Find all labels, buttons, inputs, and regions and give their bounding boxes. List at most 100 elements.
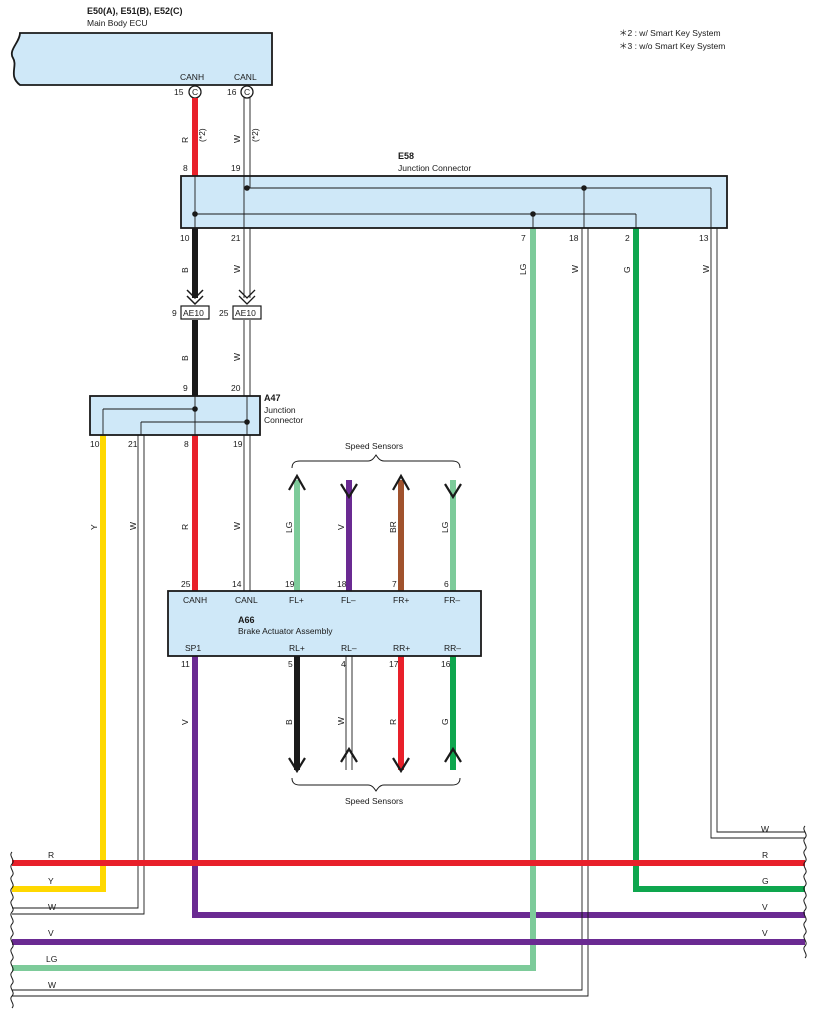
ecu-box xyxy=(10,32,273,86)
label-lg7: LG xyxy=(518,264,528,275)
bus-labels: R Y W V LG W W R G V V xyxy=(46,824,769,990)
fr-plus-arrow-icon xyxy=(392,473,410,491)
label-rr-minus: G xyxy=(440,718,450,725)
e58-pin-2: 2 xyxy=(625,233,630,243)
a66-label-rr-minus: RR– xyxy=(444,643,461,653)
bus-left-label-lg: LG xyxy=(46,954,57,964)
wire-lg-7 xyxy=(12,228,536,971)
label-ae10-canh: B xyxy=(180,355,190,361)
a47-pin-21: 21 xyxy=(128,439,138,449)
wire-w-18b xyxy=(12,228,589,997)
label-ecu-canl-note: (*2) xyxy=(250,128,260,142)
ecu-pin-15: 15 xyxy=(174,87,184,97)
a66-label-canl: CANL xyxy=(235,595,258,605)
rl-plus-arrow-icon xyxy=(288,757,306,774)
a66-box xyxy=(167,590,482,657)
label-rl-plus: B xyxy=(284,719,294,725)
label-fl-minus: V xyxy=(336,524,346,530)
fl-minus-arrow-icon xyxy=(340,483,358,500)
bus-left-label-w2: W xyxy=(48,980,56,990)
speed-sensors-bottom-bracket xyxy=(291,777,461,792)
bus-left-label-y: Y xyxy=(48,876,54,886)
ecu-code: E50(A), E51(B), E52(C) xyxy=(87,6,183,16)
label-ae10-canl: W xyxy=(232,353,242,361)
fl-plus-arrow-icon xyxy=(288,473,306,491)
speed-sensors-bottom-label: Speed Sensors xyxy=(345,796,403,806)
a47-box xyxy=(89,395,261,436)
label-e58-canh: B xyxy=(180,267,190,273)
bus-right-label-v: V xyxy=(762,902,768,912)
note-no-smart-key: ＊3 : w/o Smart Key System xyxy=(619,41,725,51)
wire-yellow-y xyxy=(12,435,106,892)
bus-left-label-w: W xyxy=(48,902,56,912)
label-fl-plus: LG xyxy=(284,522,294,533)
e58-pin-19: 19 xyxy=(231,163,241,173)
ecu-pin-16: 16 xyxy=(227,87,237,97)
ae10-pin-25: 25 xyxy=(219,308,229,318)
ae10-connector-icon xyxy=(180,289,262,320)
bus-right-label-g: G xyxy=(762,876,769,886)
e58-pin-21: 21 xyxy=(231,233,241,243)
rl-minus-arrow-icon xyxy=(340,746,358,763)
e58-pin-13: 13 xyxy=(699,233,709,243)
a47-pin-10: 10 xyxy=(90,439,100,449)
e58-internal-wiring xyxy=(192,176,712,228)
ae10-pin-9: 9 xyxy=(172,308,177,318)
ecu-connector-c1: C xyxy=(192,87,198,97)
label-fr-plus: BR xyxy=(388,521,398,533)
e58-pin-7: 7 xyxy=(521,233,526,243)
label-a66-canl: W xyxy=(232,522,242,530)
a47-pin-20: 20 xyxy=(231,383,241,393)
a66-pin-25: 25 xyxy=(181,579,191,589)
wire-white-a47-a xyxy=(12,435,139,909)
a66-pin-6: 6 xyxy=(444,579,449,589)
ae10-label-1: AE10 xyxy=(183,308,204,318)
a66-pin-16: 16 xyxy=(441,659,451,669)
a66-label-fl-plus: FL+ xyxy=(289,595,304,605)
wire-w-13b xyxy=(716,228,805,833)
a47-name-line1: Junction xyxy=(264,405,296,415)
ae10-label-2: AE10 xyxy=(235,308,256,318)
ecu-connector-c2: C xyxy=(244,87,250,97)
bus-left-label-v: V xyxy=(48,928,54,938)
label-w13: W xyxy=(701,265,711,273)
a47-pin-8: 8 xyxy=(184,439,189,449)
e58-pin-18: 18 xyxy=(569,233,579,243)
a66-label-sp1: SP1 xyxy=(185,643,201,653)
a66-label-rl-plus: RL+ xyxy=(289,643,305,653)
wire-labels: R (*2) W (*2) B W LG W G W B W Y W R W L… xyxy=(89,128,711,725)
wire-layer xyxy=(12,98,805,997)
wire-g-2 xyxy=(633,228,805,892)
e58-name: Junction Connector xyxy=(398,163,471,173)
rr-plus-arrow-icon xyxy=(392,757,410,774)
label-ecu-canh: R xyxy=(180,137,190,143)
a66-pin-17: 17 xyxy=(389,659,399,669)
bus-right-label-w: W xyxy=(761,824,769,834)
label-a47-y: Y xyxy=(89,524,99,530)
fr-minus-arrow-icon xyxy=(444,483,462,500)
speed-sensor-arrows-bottom xyxy=(288,746,462,774)
e58-pin-8: 8 xyxy=(183,163,188,173)
a66-pin-7: 7 xyxy=(392,579,397,589)
a47-name-line2: Connector xyxy=(264,415,303,425)
a66-label-canh: CANH xyxy=(183,595,207,605)
speed-sensor-arrows-top xyxy=(288,473,462,500)
a47-pin-19: 19 xyxy=(233,439,243,449)
a66-name: Brake Actuator Assembly xyxy=(238,626,333,636)
a47-pin-9: 9 xyxy=(183,383,188,393)
label-fr-minus: LG xyxy=(440,522,450,533)
e58-box xyxy=(180,175,728,229)
ecu-name: Main Body ECU xyxy=(87,18,147,28)
bus-left-label-r: R xyxy=(48,850,54,860)
a66-pin-11: 11 xyxy=(181,659,190,669)
wire-sp1-violet xyxy=(192,656,805,918)
bus-right-label-r: R xyxy=(762,850,768,860)
label-a47-w: W xyxy=(128,522,138,530)
a47-code: A47 xyxy=(264,393,281,403)
label-ecu-canl: W xyxy=(232,135,242,143)
a66-label-fl-minus: FL– xyxy=(341,595,356,605)
a66-label-rl-minus: RL– xyxy=(341,643,357,653)
a66-pin-19: 19 xyxy=(285,579,295,589)
rr-minus-arrow-icon xyxy=(444,746,462,763)
